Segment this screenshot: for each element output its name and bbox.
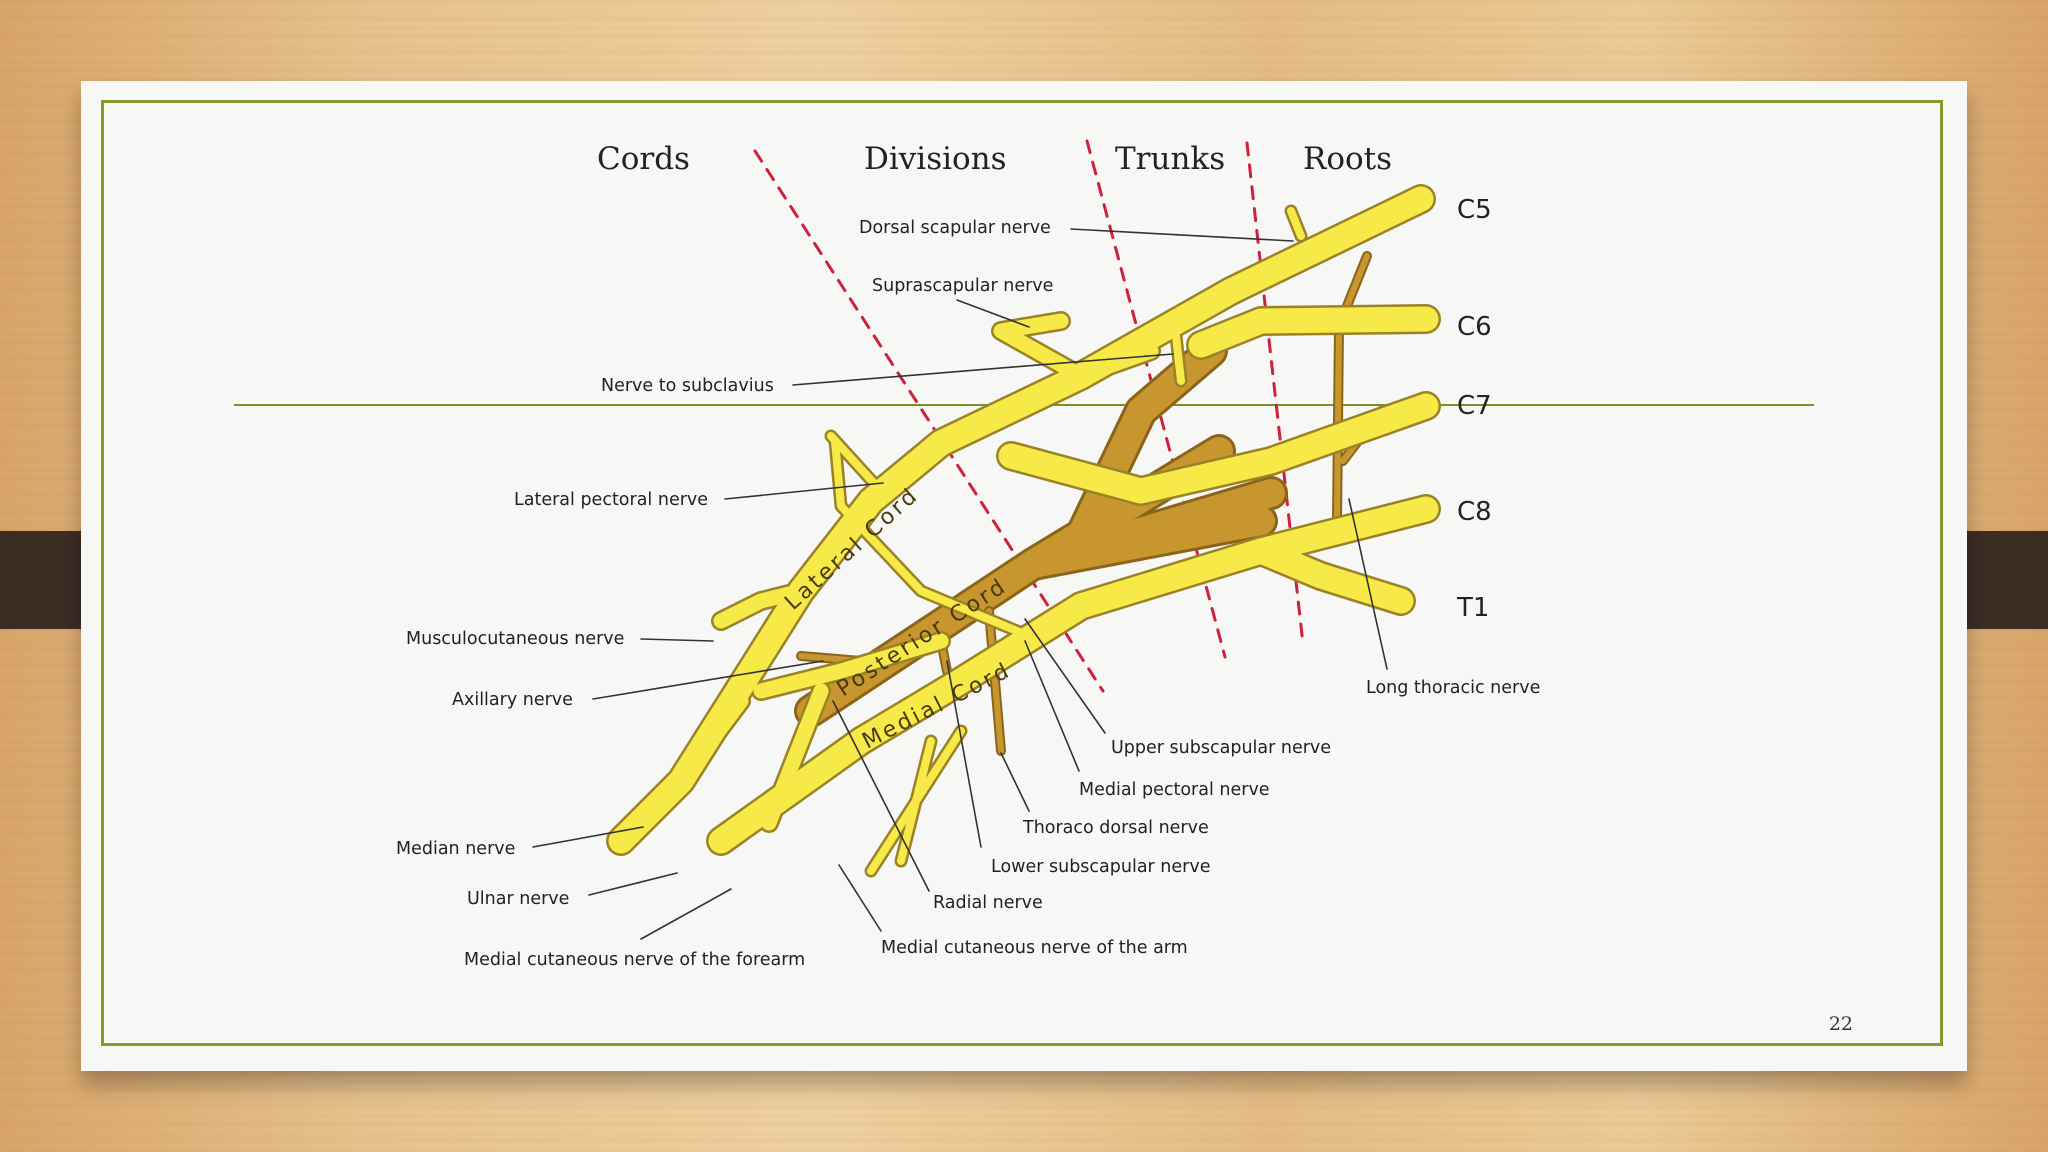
c7-root-path [998,393,1439,504]
slide-card: Cords Divisions Trunks Roots C5 C6 C7 C8… [81,81,1967,1071]
label-medial-cutaneous-forearm: Medial cutaneous nerve of the forearm [464,950,805,970]
label-suprascapular: Suprascapular nerve [872,276,1053,296]
root-t1: T1 [1456,593,1489,623]
label-thoraco-dorsal: Thoraco dorsal nerve [1022,818,1209,838]
label-medial-pectoral: Medial pectoral nerve [1079,780,1270,800]
label-medial-cutaneous-arm: Medial cutaneous nerve of the arm [881,938,1188,958]
page-number: 22 [1828,1013,1853,1035]
t1-root-path [1248,538,1414,614]
brachial-plexus-diagram: Cords Divisions Trunks Roots C5 C6 C7 C8… [396,139,1540,970]
label-radial: Radial nerve [933,893,1043,913]
median-path [673,693,749,789]
root-c6: C6 [1457,312,1492,342]
label-axillary: Axillary nerve [452,690,573,710]
medial-cutaneous-forearm-path [761,683,829,831]
nerve-to-subclavius-path [1172,332,1185,385]
header-trunks: Trunks [1115,141,1225,177]
label-nerve-to-subclavius: Nerve to subclavius [601,376,774,396]
leader-lines [532,228,1388,940]
medial-cord-path [708,496,1439,854]
label-upper-subscapular: Upper subscapular nerve [1111,738,1331,758]
label-lower-subscapular: Lower subscapular nerve [991,857,1211,877]
suprascapular-path [993,313,1089,384]
label-long-thoracic: Long thoracic nerve [1366,678,1540,698]
header-divisions: Divisions [864,141,1007,177]
header-cords: Cords [597,141,690,177]
dorsal-scapular-path [1287,207,1305,240]
root-c7: C7 [1457,391,1492,421]
cords-divisions-divider [753,149,1105,693]
root-c5: C5 [1457,195,1492,225]
root-c8: C8 [1457,497,1492,527]
slide-frame [101,100,1943,1046]
c6-root-path [1188,306,1439,358]
label-lateral-pectoral: Lateral pectoral nerve [514,490,708,510]
header-roots: Roots [1303,141,1392,177]
label-median: Median nerve [396,839,515,859]
label-dorsal-scapular: Dorsal scapular nerve [859,218,1051,238]
musculocutaneous-path [713,583,809,629]
ulnar-path [753,633,949,699]
label-musculocutaneous: Musculocutaneous nerve [406,629,624,649]
nerve-fills [608,186,1439,875]
label-ulnar: Ulnar nerve [467,889,569,909]
